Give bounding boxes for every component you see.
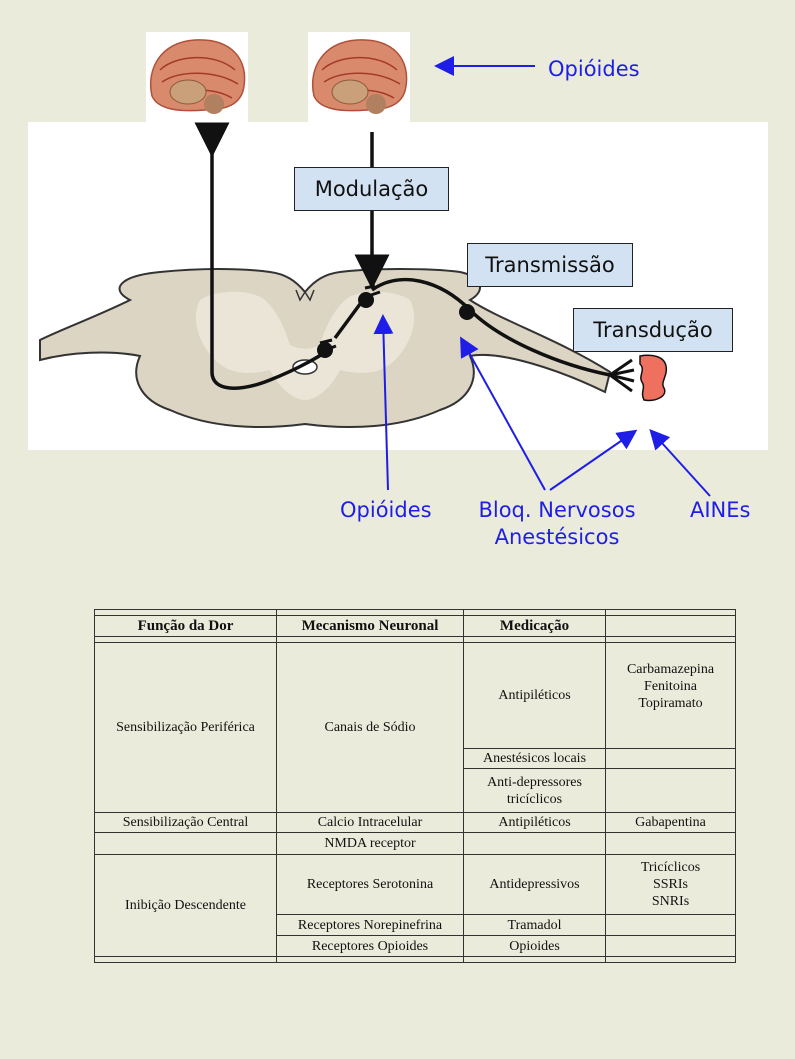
opioides-spinal-label: Opióides [340,497,432,524]
neuron-soma-left [317,342,333,358]
receptor-icon [640,355,666,400]
bloq-nervosos-label: Bloq. Nervosos Anestésicos [472,497,642,551]
cell-funcao: Sensibilização Periférica [95,643,277,813]
cell-medicacao: Anti-depressores tricíclicos [464,769,606,813]
cell-mecanismo: Receptores Serotonina [277,855,464,915]
neuron-soma-middle [358,292,374,308]
header-medicacao: Medicação [464,616,606,637]
header-funcao: Função da Dor [95,616,277,637]
bloq-line1: Bloq. Nervosos [472,497,642,524]
brain-image-right [308,32,410,122]
drug-name: SSRIs [608,876,733,893]
cell-mecanismo: Receptores Opioides [277,936,464,957]
med-line: Anti-depressores [466,774,603,791]
cell-medicacao: Tramadol [464,915,606,936]
cell-mecanismo: Receptores Norepinefrina [277,915,464,936]
cell-funcao [95,833,277,855]
drug-name: SNRIs [608,893,733,910]
cell-drugs [606,749,736,769]
table-row: Inibição Descendente Receptores Serotoni… [95,855,736,915]
cell-drugs: Gabapentina [606,813,736,833]
brain-image-left [146,32,248,122]
transducao-box: Transdução [573,308,733,352]
neuron-soma-right [459,304,475,320]
cell-medicacao: Antipiléticos [464,643,606,749]
table-row: NMDA receptor [95,833,736,855]
cell-medicacao: Anestésicos locais [464,749,606,769]
drug-name: Tricíclicos [608,859,733,876]
cell-mecanismo: Canais de Sódio [277,643,464,813]
aines-label: AINEs [690,497,750,524]
table-row: Sensibilização Central Calcio Intracelul… [95,813,736,833]
header-empty [606,616,736,637]
cell-medicacao: Antipiléticos [464,813,606,833]
header-mecanismo: Mecanismo Neuronal [277,616,464,637]
drug-name: Topiramato [608,695,733,712]
cell-drugs [606,833,736,855]
opioides-brain-label: Opióides [548,56,640,83]
cell-mecanismo: NMDA receptor [277,833,464,855]
cell-funcao: Inibição Descendente [95,855,277,957]
cell-drugs [606,936,736,957]
cell-drugs: Tricíclicos SSRIs SNRIs [606,855,736,915]
cell-drugs [606,769,736,813]
table-row: Sensibilização Periférica Canais de Sódi… [95,643,736,749]
cell-medicacao [464,833,606,855]
transmissao-box: Transmissão [467,243,633,287]
cell-drugs: Carbamazepina Fenitoina Topiramato [606,643,736,749]
cell-mecanismo: Calcio Intracelular [277,813,464,833]
medication-table-wrap: Função da Dor Mecanismo Neuronal Medicaç… [94,609,735,763]
drug-name: Fenitoina [608,678,733,695]
medication-table: Função da Dor Mecanismo Neuronal Medicaç… [94,609,736,963]
med-line: tricíclicos [466,791,603,808]
cell-funcao: Sensibilização Central [95,813,277,833]
modulacao-box: Modulação [294,167,449,211]
bloq-line2: Anestésicos [472,524,642,551]
table-header-row: Função da Dor Mecanismo Neuronal Medicaç… [95,616,736,637]
pain-pathway-diagram [0,0,795,560]
cell-medicacao: Antidepressivos [464,855,606,915]
cell-drugs [606,915,736,936]
drug-name: Carbamazepina [608,661,733,678]
cell-medicacao: Opioides [464,936,606,957]
